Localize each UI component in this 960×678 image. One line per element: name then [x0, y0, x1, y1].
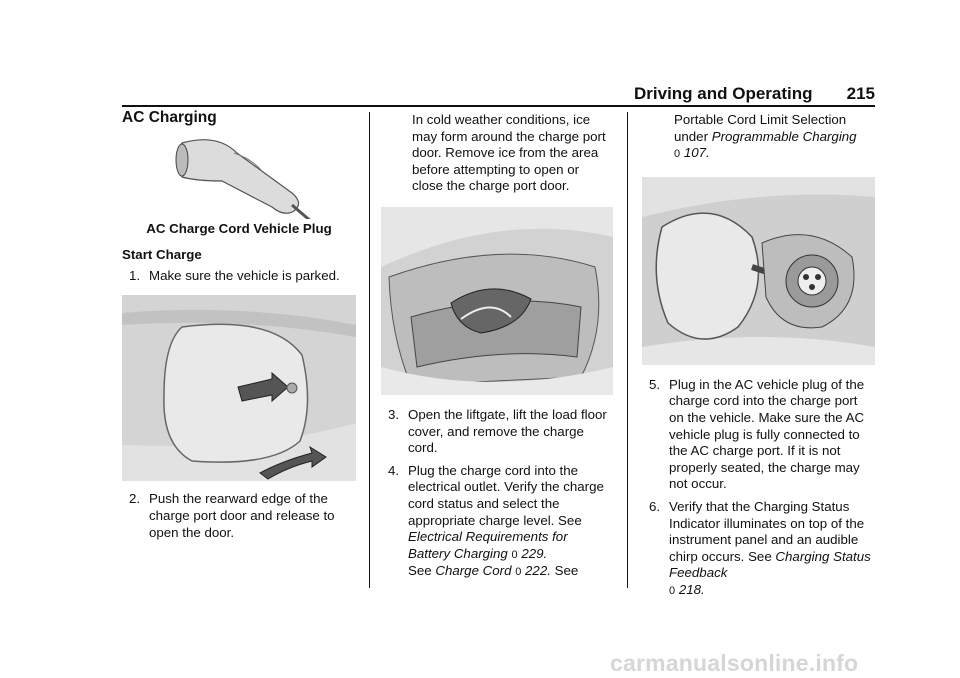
- step-number: 6.: [649, 498, 661, 514]
- page-ref-arrow-icon: 0: [669, 584, 676, 597]
- section-title: Driving and Operating: [634, 84, 813, 103]
- cross-reference-link[interactable]: Charge Cord: [435, 563, 512, 579]
- step-2: 2. Push the rearward edge of the charge …: [122, 491, 356, 541]
- paragraph: Portable Cord Limit Selection under Prog…: [642, 112, 875, 163]
- column-divider-2: [627, 112, 628, 588]
- step-text: See: [550, 563, 579, 579]
- step-text: Plug in the AC vehicle plug of the charg…: [669, 376, 865, 492]
- step-number: 3.: [388, 406, 400, 422]
- page-ref-arrow-icon: 0: [511, 548, 518, 561]
- page-reference[interactable]: 222.: [525, 563, 551, 579]
- step-text: Open the liftgate, lift the load floor c…: [408, 406, 607, 456]
- column-3: Portable Cord Limit Selection under Prog…: [642, 112, 875, 600]
- watermark: carmanualsonline.info: [610, 650, 859, 676]
- page-ref-arrow-icon: 0: [515, 566, 522, 579]
- liftgate-cargo-illustration: [381, 206, 613, 395]
- page-ref-arrow-icon: 0: [674, 148, 681, 161]
- column-1: AC Charging AC Charge Cord Vehicle Plug …: [122, 109, 356, 541]
- step-text: Verify that the Charging Status Indicato…: [669, 498, 865, 564]
- open-charge-port-illustration: [642, 176, 875, 365]
- step-text: See: [408, 563, 436, 579]
- step-6: 6. Verify that the Charging Status Indic…: [642, 499, 875, 600]
- figure-caption: AC Charge Cord Vehicle Plug: [146, 220, 332, 236]
- cross-reference-link[interactable]: Electrical Requirements for Battery Char…: [408, 529, 568, 561]
- page-reference[interactable]: 229.: [521, 545, 548, 561]
- step-3: 3. Open the liftgate, lift the load floo…: [381, 407, 613, 457]
- column-divider-1: [369, 112, 370, 588]
- header-rule: [122, 105, 875, 107]
- page-number: 215: [846, 84, 875, 103]
- step-number: 2.: [129, 491, 141, 507]
- section-heading: AC Charging: [122, 109, 217, 126]
- charge-port-door-illustration: [122, 295, 356, 482]
- step-4: 4. Plug the charge cord into the electri…: [381, 463, 613, 581]
- subheading: Start Charge: [122, 247, 202, 263]
- paragraph-text: Portable Cord Limit Selection under: [674, 112, 847, 144]
- step-number: 1.: [129, 267, 141, 283]
- charge-plug-illustration: [175, 138, 311, 219]
- step-5: 5. Plug in the AC vehicle plug of the ch…: [642, 377, 875, 493]
- cross-reference-link[interactable]: Programmable Charging: [711, 128, 857, 144]
- step-1: 1. Make sure the vehicle is parked.: [122, 268, 356, 285]
- page-header: Driving and Operating 215: [630, 84, 875, 106]
- page-reference[interactable]: 107.: [683, 145, 710, 161]
- step-text: Push the rearward edge of the charge por…: [149, 491, 335, 540]
- step-text: Make sure the vehicle is parked.: [149, 267, 340, 283]
- step-text: Plug the charge cord into the electrical…: [408, 462, 604, 528]
- page-reference[interactable]: 218.: [678, 581, 705, 597]
- step-number: 5.: [649, 376, 661, 392]
- step-number: 4.: [388, 462, 400, 478]
- column-2: In cold weather conditions, ice may form…: [381, 112, 613, 581]
- paragraph: In cold weather conditions, ice may form…: [412, 112, 606, 194]
- cross-reference-link[interactable]: Charging Status Feedback: [669, 548, 871, 581]
